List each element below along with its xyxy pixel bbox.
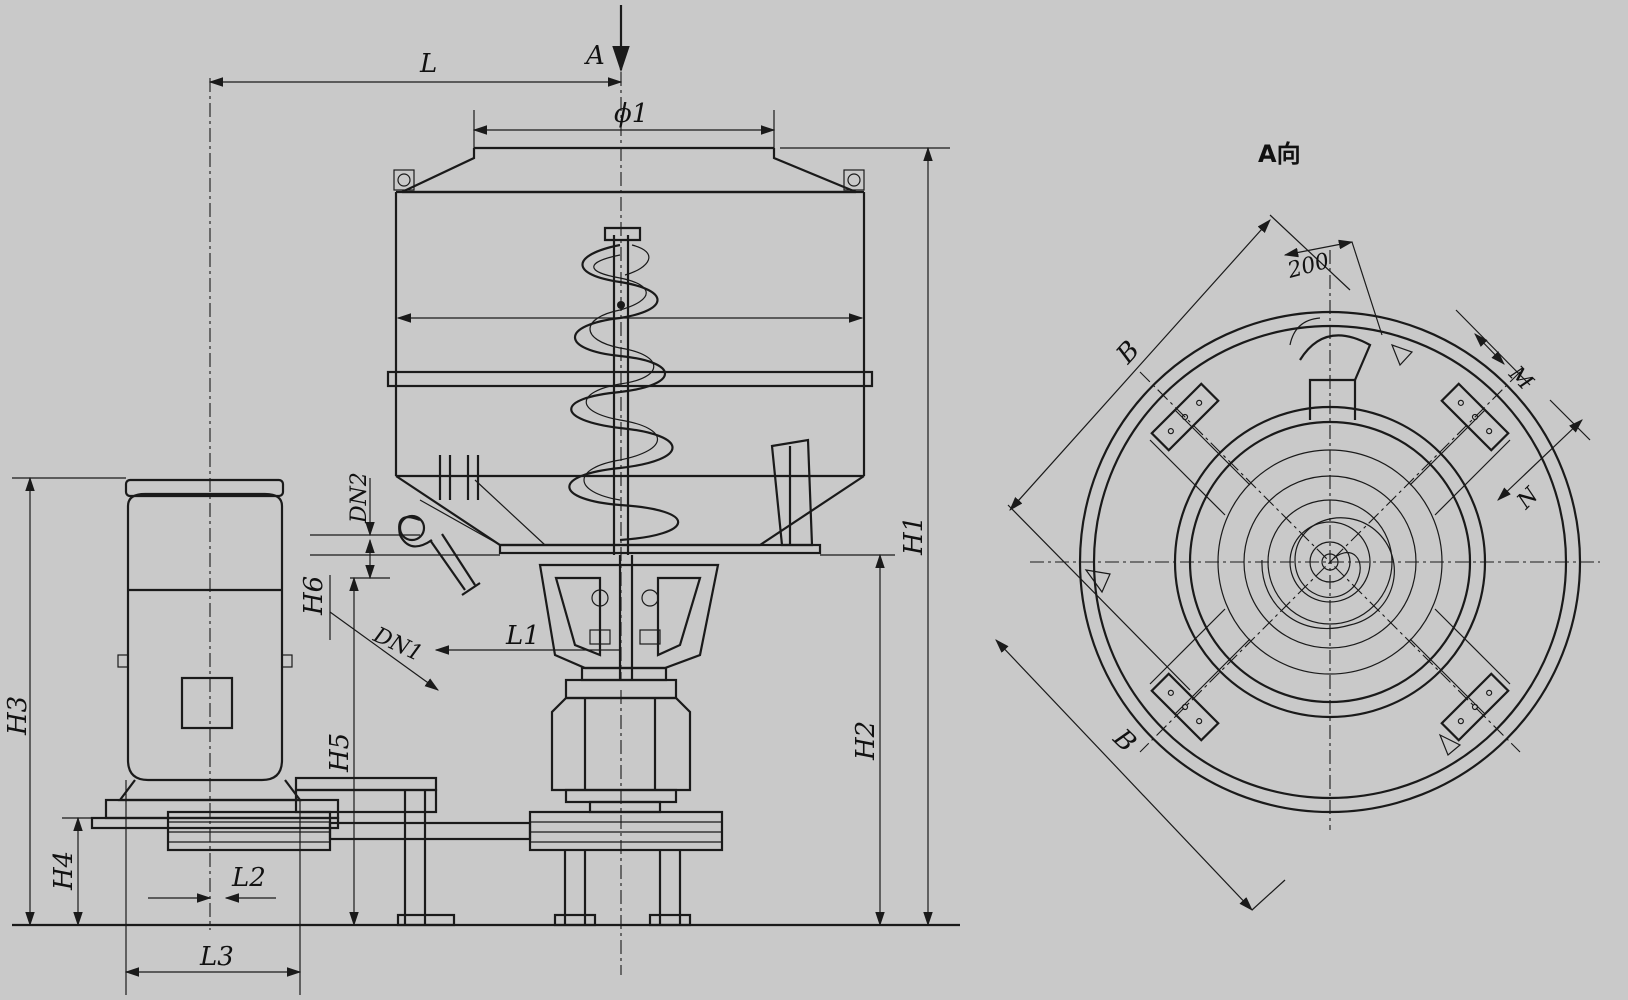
spiral-flight (1261, 517, 1395, 630)
belt-drive (166, 776, 724, 927)
a-view-title: A向 (1258, 140, 1301, 168)
a-view: A向 (995, 140, 1600, 911)
front-view: L A ϕ1 DN2 DN1 H1 H2 H3 H4 H5 H6 L1 L2 L… (3, 5, 960, 995)
label-M: M (1503, 361, 1538, 396)
label-H3: H3 (3, 696, 33, 736)
label-H1: H1 (899, 516, 929, 556)
lug-se (1440, 672, 1510, 742)
dimensions-front (12, 5, 950, 995)
label-L3: L3 (199, 942, 234, 972)
dimensions-a-view (995, 214, 1591, 911)
screw-auger (568, 226, 680, 555)
label-DN2: DN2 (347, 472, 372, 524)
vessel-rim-outer (1078, 310, 1582, 814)
vessel-rim-inner (1092, 324, 1568, 800)
label-A: A (584, 41, 605, 71)
label-B-bottom: B (1106, 723, 1141, 759)
label-L2: L2 (231, 863, 266, 893)
drive-head (538, 555, 720, 682)
label-phi1: ϕ1 (614, 99, 648, 129)
vessel (386, 146, 874, 596)
label-N: N (1512, 482, 1545, 515)
motor (90, 478, 340, 830)
top-drive-arm (1308, 378, 1357, 420)
label-H2: H2 (851, 721, 881, 761)
label-H5: H5 (325, 733, 355, 773)
label-L1: L1 (505, 621, 540, 651)
label-L: L (419, 49, 437, 79)
label-H6: H6 (299, 576, 329, 616)
label-H4: H4 (49, 851, 79, 891)
